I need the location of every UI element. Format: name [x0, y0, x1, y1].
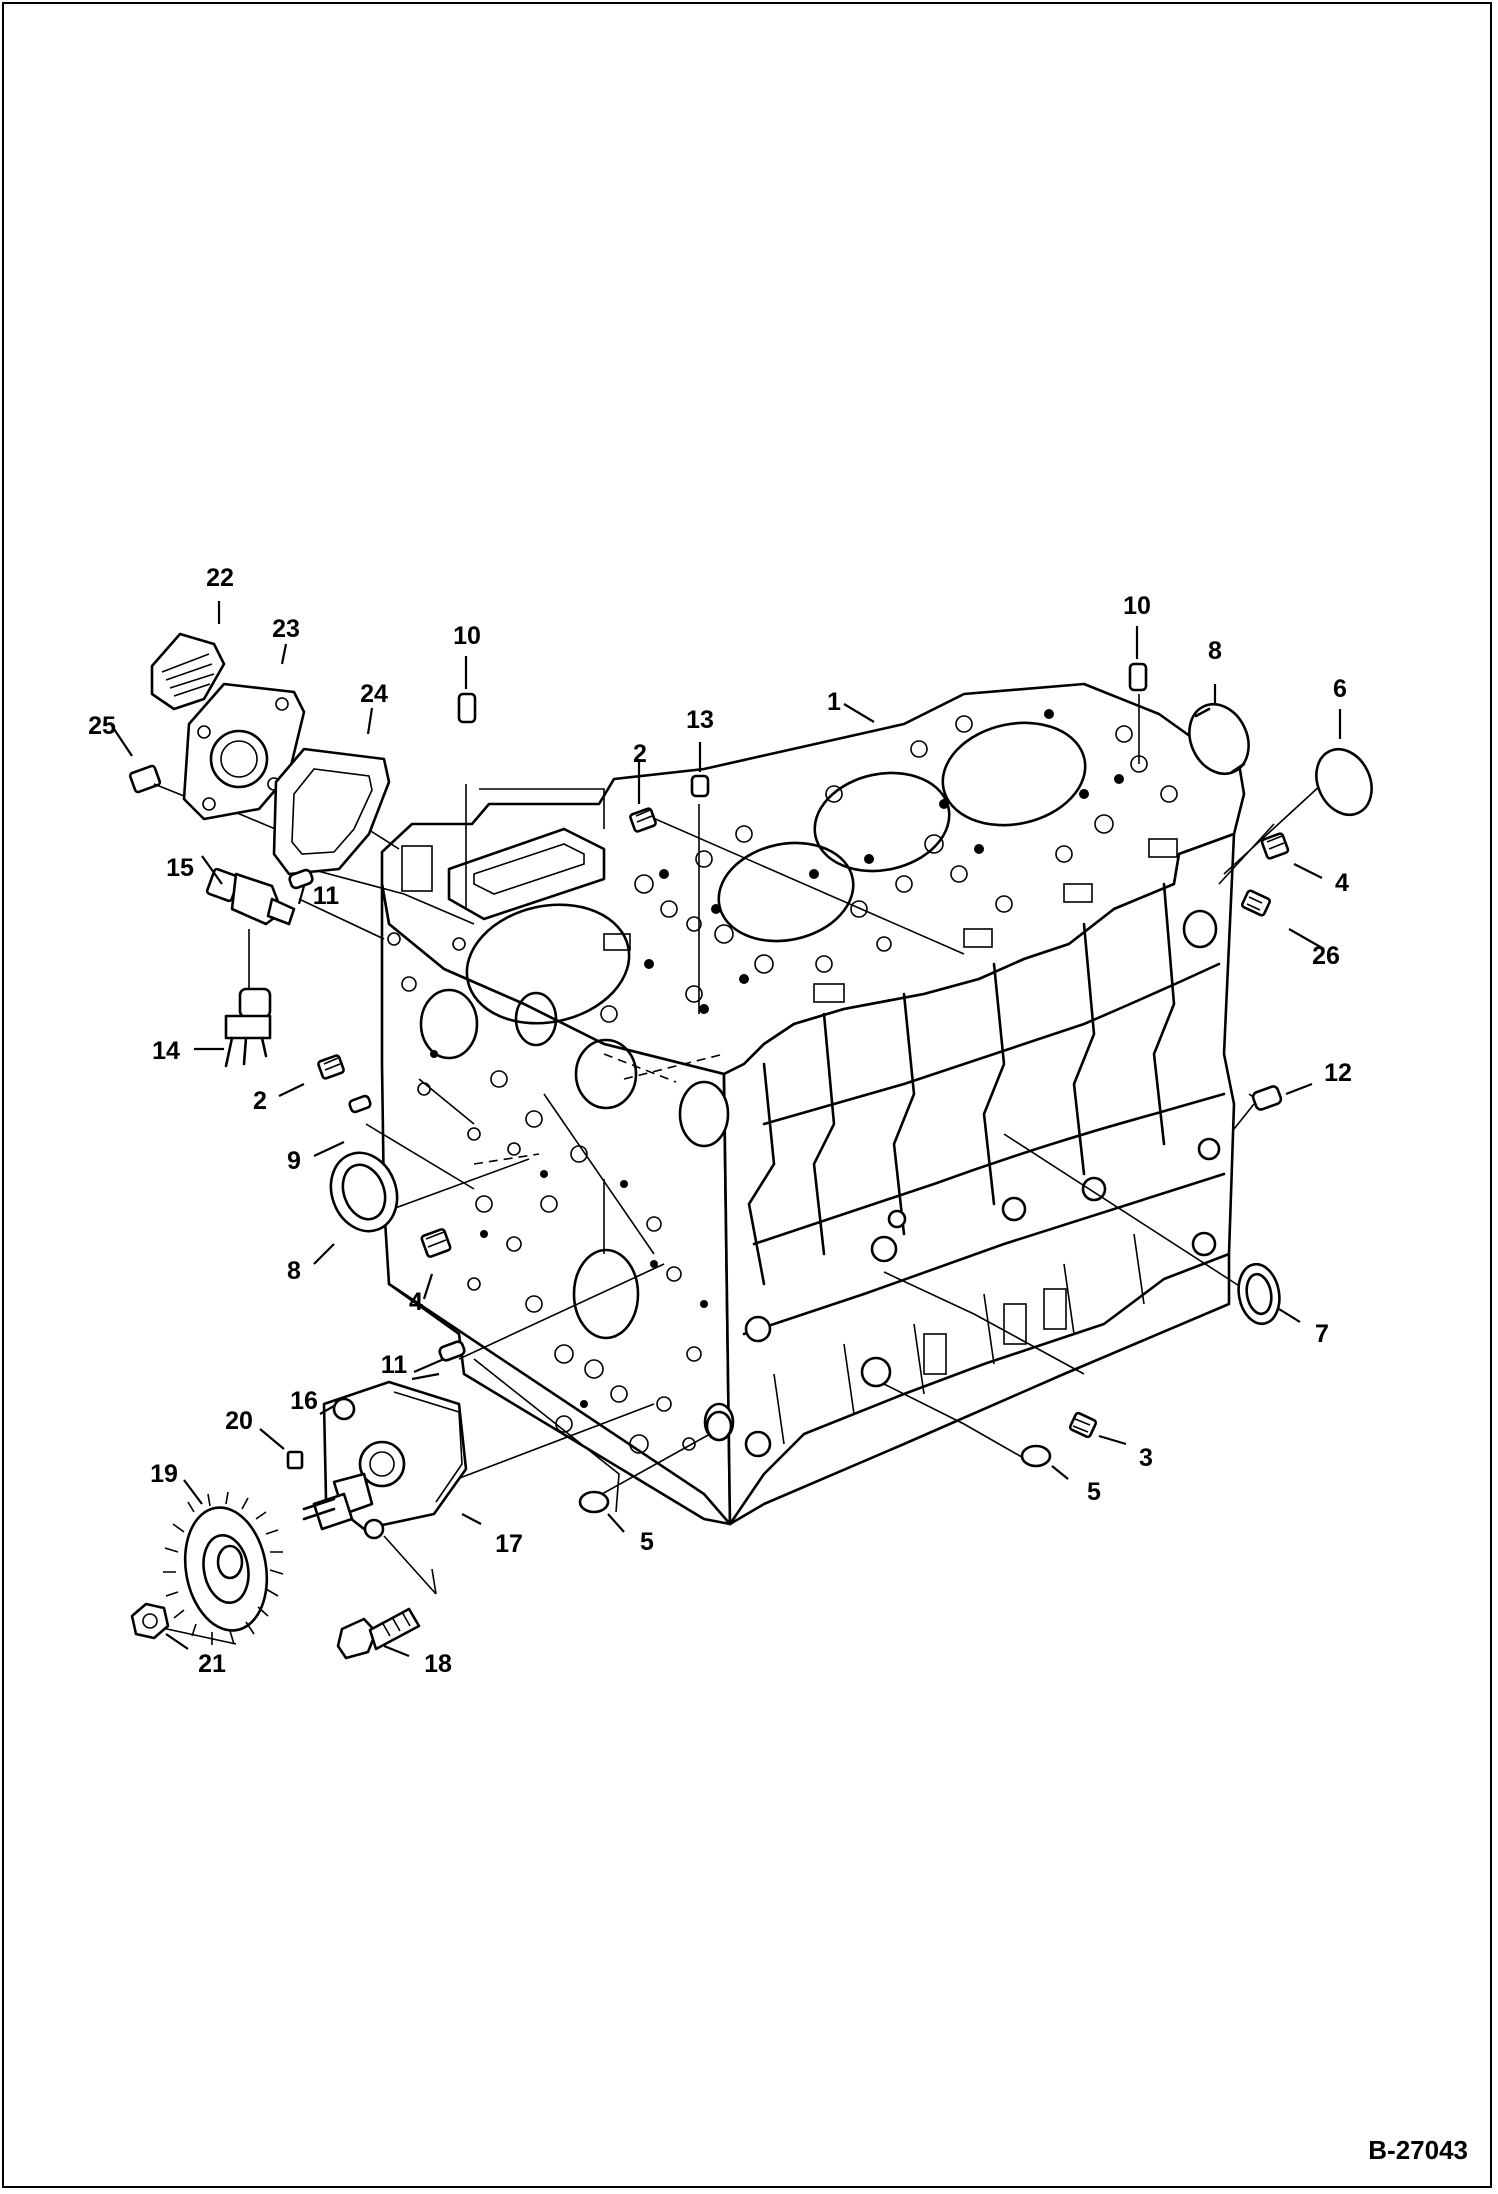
- callout-26: 26: [1312, 942, 1340, 970]
- part-9: [348, 1094, 372, 1114]
- reference-code: B-27043: [1368, 2135, 1468, 2165]
- part-20: [286, 1450, 304, 1470]
- callout-8-rear: 8: [1208, 637, 1222, 665]
- cylinder-block: [380, 682, 1246, 1526]
- part-2-upper: [629, 807, 657, 833]
- callout-11-lower: 11: [381, 1351, 408, 1379]
- part-5-right: [1020, 1444, 1052, 1468]
- callout-10-left: 10: [453, 622, 481, 650]
- callout-leaders: [111, 601, 1342, 1658]
- part-2-lower: [317, 1054, 345, 1080]
- part-21: [130, 1602, 170, 1640]
- engine-block-exploded-view: 22 23 24 25 10 13 2 1 10 8 6 4 26 15 11 …: [88, 564, 1373, 1678]
- callout-20: 20: [225, 1407, 253, 1435]
- part-6: [1315, 747, 1373, 817]
- callout-18: 18: [424, 1650, 452, 1678]
- part-5-block: [705, 1410, 733, 1442]
- part-22: [150, 632, 226, 711]
- part-4-front: [420, 1228, 452, 1258]
- callout-8-front: 8: [287, 1257, 301, 1285]
- callout-5-right: 5: [1087, 1478, 1101, 1506]
- callout-25: 25: [88, 712, 116, 740]
- callout-21: 21: [198, 1650, 226, 1678]
- part-19-gear: [163, 1491, 284, 1645]
- callout-22: 22: [206, 564, 234, 592]
- callout-16: 16: [290, 1387, 318, 1415]
- part-10-right: [1128, 662, 1148, 692]
- part-23: [182, 682, 306, 821]
- part-12: [1251, 1085, 1283, 1111]
- part-13: [690, 774, 710, 798]
- part-18: [336, 1607, 421, 1660]
- part-25: [128, 764, 185, 797]
- part-14: [224, 987, 272, 1068]
- part-3: [1068, 1411, 1098, 1439]
- callout-19: 19: [150, 1460, 178, 1488]
- callout-23: 23: [272, 615, 300, 643]
- part-11-upper: [288, 868, 314, 890]
- part-15: [205, 867, 296, 926]
- callout-4-front: 4: [409, 1288, 423, 1316]
- part-16-oil-pump: [312, 1380, 468, 1540]
- callout-5-left: 5: [640, 1528, 654, 1556]
- callout-17: 17: [495, 1530, 523, 1558]
- callout-14: 14: [152, 1037, 180, 1065]
- callout-labels: 22 23 24 25 10 13 2 1 10 8 6 4 26 15 11 …: [88, 564, 1352, 1678]
- part-8-front: [329, 1151, 399, 1233]
- part-26: [1241, 889, 1271, 917]
- callout-10-right: 10: [1123, 592, 1151, 620]
- callout-2-upper: 2: [633, 740, 647, 768]
- parts: [128, 632, 1373, 1660]
- callout-24: 24: [360, 680, 388, 708]
- part-11-lower: [438, 1340, 466, 1362]
- part-8-rear: [1188, 702, 1250, 776]
- part-5-left: [578, 1490, 610, 1514]
- callout-2-lower: 2: [253, 1087, 267, 1115]
- callout-11-upper: 11: [313, 882, 340, 910]
- callout-1: 1: [827, 688, 841, 716]
- callout-12: 12: [1324, 1059, 1352, 1087]
- part-4-right: [1260, 832, 1290, 860]
- callout-7: 7: [1315, 1320, 1329, 1348]
- part-10-left: [457, 692, 477, 724]
- part-24: [272, 747, 391, 876]
- callout-4-right: 4: [1335, 869, 1349, 897]
- callout-15: 15: [166, 854, 194, 882]
- callout-9: 9: [287, 1147, 301, 1175]
- pump-shaft: [302, 1497, 336, 1521]
- callout-13: 13: [686, 706, 714, 734]
- part-7: [1237, 1262, 1281, 1326]
- callout-3: 3: [1139, 1444, 1153, 1472]
- callout-6: 6: [1333, 675, 1347, 703]
